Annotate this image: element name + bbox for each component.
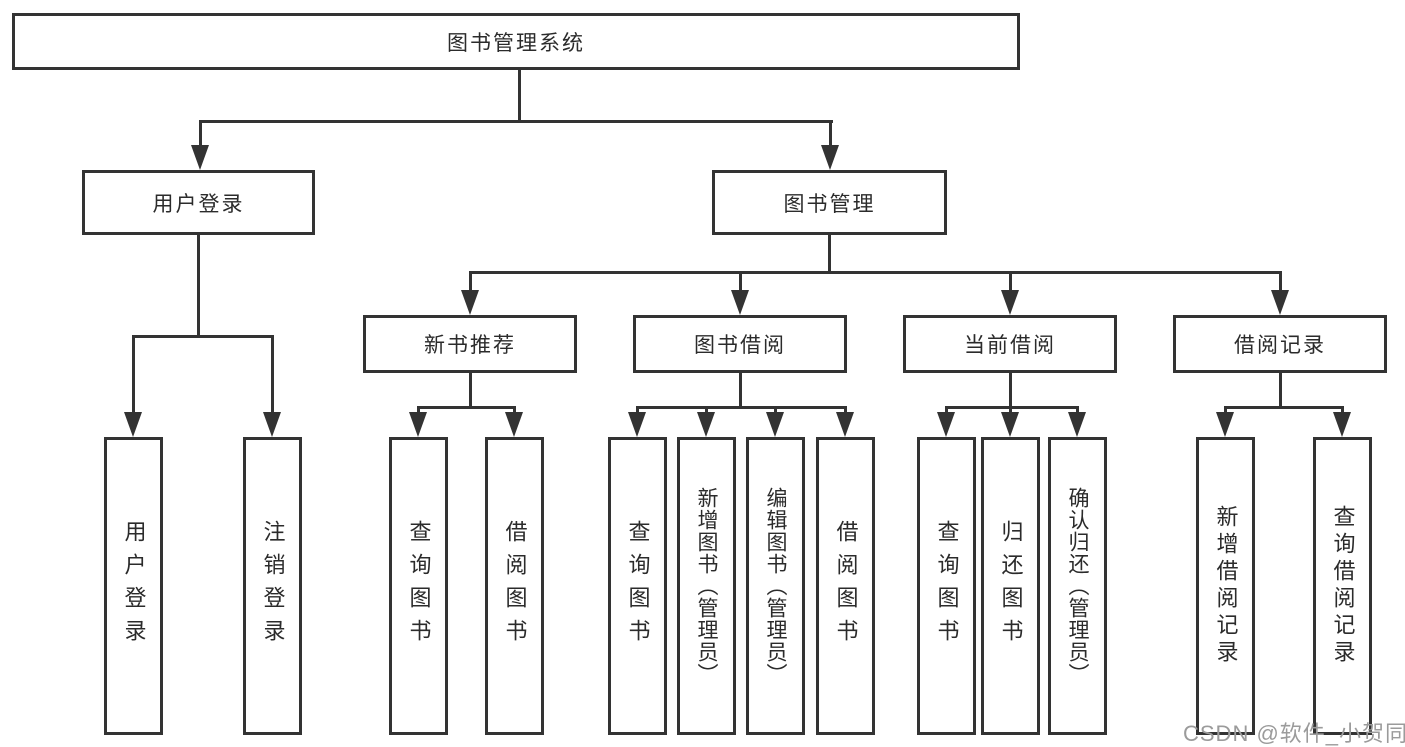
connector-bar-root [199,120,833,123]
connector-drop [469,271,472,292]
connector-stem-book-management [828,235,831,274]
node-label: 查询图书 [934,520,960,652]
arrowhead-down-icon [836,412,854,437]
connector-drop [636,406,639,414]
arrowhead-down-icon [409,412,427,437]
node-leaf-add-borrow-record: 新增借阅记录 [1196,437,1255,735]
connector-drop [199,120,202,147]
node-leaf-user-login: 用户登录 [104,437,163,735]
connector-drop [774,406,777,414]
connector-stem-current [1009,373,1012,409]
node-label: 新增图书（管理员） [695,487,718,685]
node-label: 归还图书 [998,520,1024,652]
node-leaf-add-books-admin: 新增图书（管理员） [677,437,736,735]
arrowhead-down-icon [937,412,955,437]
connector-bar-user-login [132,335,274,338]
node-label: 查询图书 [406,520,432,652]
connector-bar-recommend [417,406,515,409]
connector-stem-user-login [197,235,200,338]
csdn-watermark: CSDN @软件_小贺同学 [1183,721,1405,746]
node-leaf-search-books-current: 查询图书 [917,437,976,735]
arrowhead-down-icon [731,290,749,315]
node-user-login: 用户登录 [82,170,315,235]
arrowhead-down-icon [1068,412,1086,437]
node-leaf-borrow-books: 借阅图书 [816,437,875,735]
connector-drop [417,406,420,414]
node-label: 编辑图书（管理员） [764,487,787,685]
node-label: 新书推荐 [424,334,516,357]
connector-drop [945,406,948,414]
connector-bar-book-management [469,271,1282,274]
node-root-library-system: 图书管理系统 [12,13,1020,70]
arrowhead-down-icon [124,412,142,437]
node-book-management: 图书管理 [712,170,947,235]
arrowhead-down-icon [461,290,479,315]
arrowhead-down-icon [1333,412,1351,437]
arrowhead-down-icon [191,145,209,170]
arrowhead-down-icon [1001,412,1019,437]
node-book-borrowing: 图书借阅 [633,315,847,373]
node-leaf-search-books-borrowing: 查询图书 [608,437,667,735]
node-label: 图书管理 [783,192,876,216]
node-leaf-return-books: 归还图书 [981,437,1040,735]
connector-stem-recommend [469,373,472,409]
node-leaf-logout: 注销登录 [243,437,302,735]
connector-stem-root [518,70,521,120]
connector-bar-records [1224,406,1344,409]
connector-drop [1009,406,1012,414]
node-label: 借阅图书 [502,520,528,652]
arrowhead-down-icon [1001,290,1019,315]
node-label: 查询借阅记录 [1330,505,1356,667]
connector-drop [1076,406,1079,414]
node-leaf-confirm-return-admin: 确认归还（管理员） [1048,437,1107,735]
connector-drop [844,406,847,414]
node-leaf-search-books-recommend: 查询图书 [389,437,448,735]
connector-stem-records [1279,373,1282,409]
node-current-borrowing: 当前借阅 [903,315,1117,373]
connector-drop [739,271,742,292]
connector-bar-borrowing [636,406,847,409]
arrowhead-down-icon [1271,290,1289,315]
node-label: 用户登录 [121,520,147,652]
connector-stem-borrowing [739,373,742,409]
connector-drop [829,120,832,147]
arrowhead-down-icon [1216,412,1234,437]
connector-drop [1279,271,1282,292]
arrowhead-down-icon [505,412,523,437]
node-leaf-edit-books-admin: 编辑图书（管理员） [746,437,805,735]
connector-drop [1341,406,1344,414]
node-label: 确认归还（管理员） [1066,487,1089,685]
node-label: 借阅图书 [833,520,859,652]
node-label: 当前借阅 [964,334,1056,357]
connector-drop [705,406,708,414]
node-label: 图书管理系统 [447,31,585,55]
arrowhead-down-icon [628,412,646,437]
node-label: 借阅记录 [1234,334,1326,357]
node-borrowing-records: 借阅记录 [1173,315,1387,373]
node-leaf-search-borrow-record: 查询借阅记录 [1313,437,1372,735]
connector-drop [271,335,274,414]
connector-drop [1009,271,1012,292]
node-label: 注销登录 [260,520,286,652]
connector-drop [513,406,516,414]
node-label: 用户登录 [152,192,245,216]
node-leaf-borrow-books-recommend: 借阅图书 [485,437,544,735]
arrowhead-down-icon [263,412,281,437]
node-label: 图书借阅 [694,334,786,357]
connector-drop [132,335,135,414]
node-label: 新增借阅记录 [1213,505,1239,667]
connector-drop [1224,406,1227,414]
arrowhead-down-icon [697,412,715,437]
node-label: 查询图书 [625,520,651,652]
arrowhead-down-icon [766,412,784,437]
arrowhead-down-icon [821,145,839,170]
node-new-book-recommend: 新书推荐 [363,315,577,373]
